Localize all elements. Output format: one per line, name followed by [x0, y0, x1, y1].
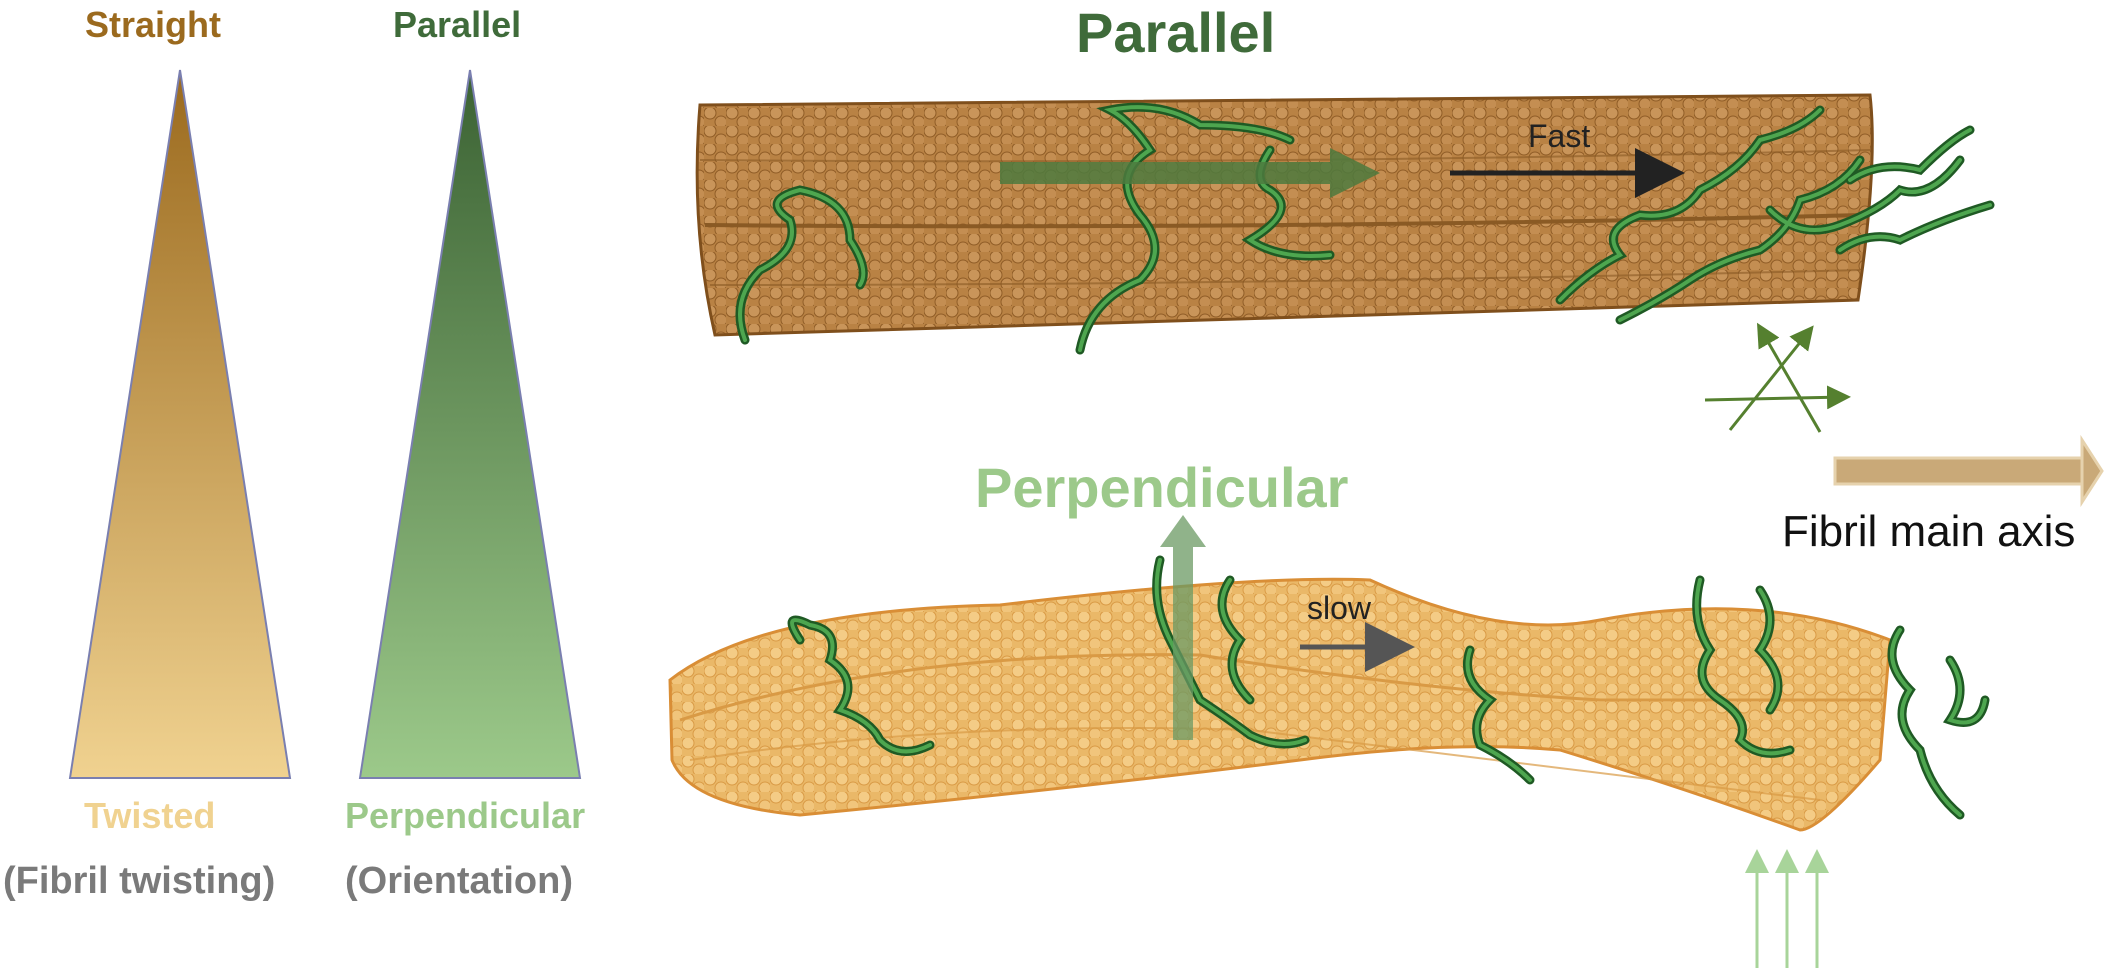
- parallel-heading: Parallel: [1076, 1, 1276, 64]
- perpendicular-orientation-arrow: [1160, 515, 1206, 740]
- fibril-main-axis-label: Fibril main axis: [1782, 507, 2076, 556]
- straight-label: Straight: [85, 4, 222, 45]
- parallel-orientation-arrow: [1000, 148, 1380, 198]
- random-orientation-arrows-icon: [1704, 322, 1851, 433]
- fast-label: Fast: [1528, 118, 1591, 154]
- polymer-chains-top: [735, 102, 1995, 355]
- twisted-fibril: [668, 577, 1892, 832]
- polymer-chains-bottom: [787, 555, 1990, 820]
- twisting-gradient-triangle: [68, 69, 292, 779]
- orientation-gradient-triangle: [358, 69, 582, 779]
- fibril-axis-arrow: [1833, 434, 2104, 508]
- parallel-scale-label: Parallel: [393, 4, 522, 45]
- straight-fibril: [695, 93, 1874, 337]
- orientation-caption: (Orientation): [345, 860, 573, 902]
- perpendicular-flow-arrows-icon: [1745, 849, 1829, 968]
- fibril-twisting-caption: (Fibril twisting): [3, 860, 276, 902]
- perpendicular-heading: Perpendicular: [975, 456, 1349, 519]
- perpendicular-scale-label: Perpendicular: [345, 795, 586, 836]
- twisted-label: Twisted: [84, 795, 216, 836]
- slow-label: slow: [1307, 590, 1372, 626]
